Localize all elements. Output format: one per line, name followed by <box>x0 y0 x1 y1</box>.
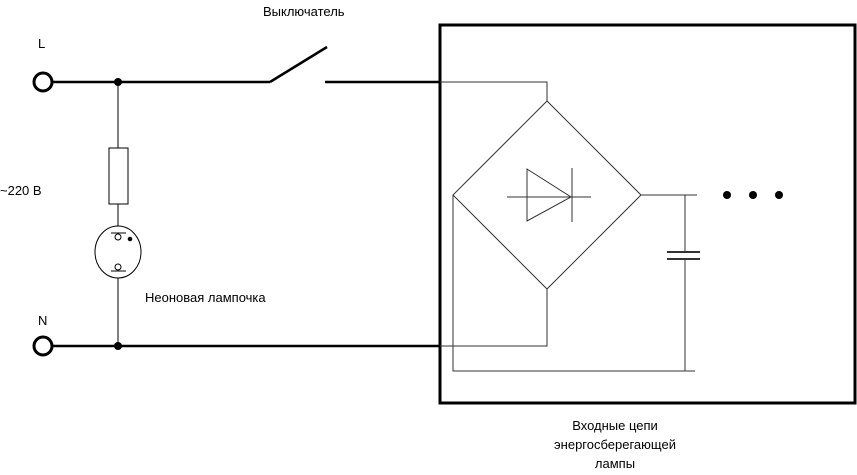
ellipsis-dot <box>723 191 731 199</box>
ellipsis-dot <box>749 191 757 199</box>
ellipsis-dot <box>775 191 783 199</box>
switch-label: Выключатель <box>263 4 345 19</box>
line-label: L <box>38 36 46 51</box>
resistor <box>108 147 129 205</box>
voltage-label: ~220 В <box>0 183 42 198</box>
neutral-label: N <box>38 313 48 328</box>
junction-dot <box>114 342 122 350</box>
lamp-input-block <box>438 23 857 405</box>
terminal-n <box>32 335 54 357</box>
caption-line: энергосберегающей <box>554 437 676 452</box>
caption-line: лампы <box>594 456 636 471</box>
neon-lamp-label: Неоновая лампочка <box>145 290 266 305</box>
switch-arm <box>269 45 328 84</box>
junction-dot <box>114 78 122 86</box>
diode-bridge <box>452 100 642 290</box>
diode-symbol <box>526 168 572 222</box>
caption-line: Входные цепи <box>572 418 658 433</box>
block-caption: Входные цепи энергосберегающей лампы <box>520 416 710 473</box>
terminal-l <box>32 71 54 93</box>
